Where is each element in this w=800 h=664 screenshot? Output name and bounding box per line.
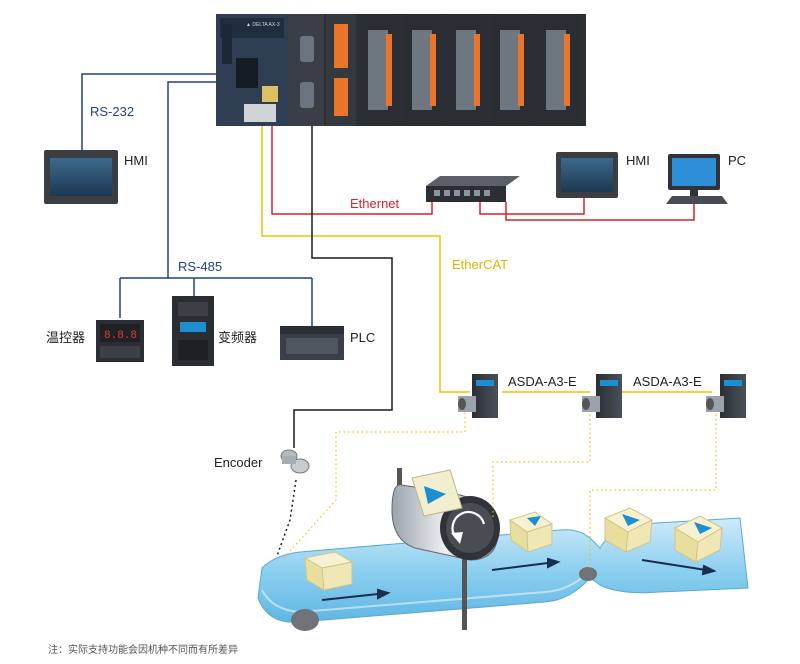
rotation-arrow-icon: [451, 510, 486, 539]
hmi-right: [556, 152, 618, 198]
ethernet-label: Ethernet: [350, 196, 400, 211]
temperature-controller: 8.8.8: [96, 320, 144, 362]
cargo-boxes: [303, 507, 724, 591]
cargo-box: [673, 515, 724, 563]
rs232-cable: [81, 73, 252, 150]
servo-motor-links: [281, 408, 717, 568]
footnote: 注：实际支持功能会因机种不同而有所差异: [48, 643, 238, 656]
belt-end-roller: [291, 609, 319, 631]
cargo-box: [603, 507, 654, 553]
io-modules: [360, 14, 580, 126]
inverter-label: 变频器: [218, 330, 257, 345]
network-switch: [426, 176, 520, 202]
servo-drive-2: [582, 374, 622, 418]
encoder-label: Encoder: [214, 455, 263, 470]
hmi-right-label: HMI: [626, 153, 650, 168]
rs485-label: RS-485: [178, 259, 222, 274]
belt-joint-roller: [579, 567, 597, 581]
cargo-box: [303, 551, 354, 591]
servo-2-label: ASDA-A3-E: [633, 374, 702, 389]
pc-label: PC: [728, 153, 746, 168]
servo-drive-3: [706, 374, 746, 418]
belt-direction-arrows: [321, 557, 717, 601]
plc-label: PLC: [350, 330, 375, 345]
rotary-encoder: [280, 449, 310, 474]
ethercat-cable: [261, 90, 712, 393]
play-triangle-icon: [424, 486, 446, 504]
compact-plc: [280, 326, 344, 360]
ethernet-cable: [271, 100, 695, 221]
temp-controller-label: 温控器: [46, 330, 85, 345]
hmi-left-label: HMI: [124, 153, 148, 168]
hmi-left: [44, 150, 118, 204]
ethercat-label: EtherCAT: [452, 257, 508, 272]
desktop-pc: [666, 154, 728, 204]
servo-drive-1: [458, 374, 498, 418]
encoder-cable: [293, 96, 393, 448]
svg-text:▲ DELTA AX-3: ▲ DELTA AX-3: [246, 22, 280, 28]
svg-text:8.8.8: 8.8.8: [104, 330, 137, 342]
cargo-box: [508, 511, 554, 554]
rs232-label: RS-232: [90, 104, 134, 119]
encoder-shaft-link: [276, 479, 297, 557]
motor-drum: [391, 468, 500, 630]
servo-1-label: ASDA-A3-E: [508, 374, 577, 389]
controller-rack: ▲ DELTA AX-3: [216, 14, 586, 126]
inverter-drive: [172, 296, 214, 366]
